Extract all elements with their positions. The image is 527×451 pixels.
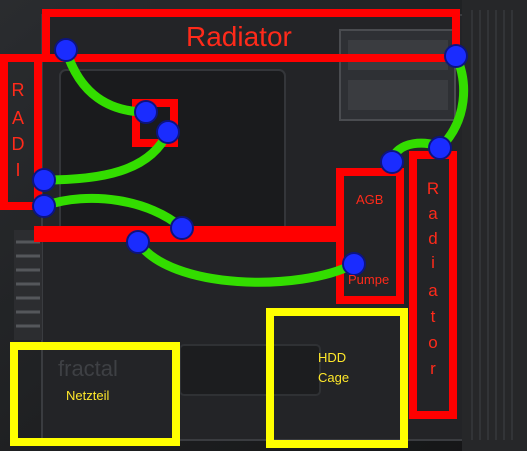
- fitting-right-radiator-top: [428, 136, 452, 160]
- radiator-left-letter: A: [12, 108, 24, 128]
- zone-outlines: [10, 308, 408, 448]
- fitting-gpu-in: [170, 216, 194, 240]
- hdd-cage-label-line1: HDD: [318, 350, 346, 365]
- fitting-cpu-out: [156, 120, 180, 144]
- radiator-top-label: Radiator: [186, 21, 292, 52]
- hdd-cage-label-line2: Cage: [318, 370, 349, 385]
- radiator-left-letter: D: [12, 134, 25, 154]
- agb-pump-outline: [336, 168, 404, 304]
- radiator-left-letter: I: [15, 160, 20, 180]
- radiator-right-letter: r: [430, 359, 436, 378]
- radiator-left-letter: R: [12, 80, 25, 100]
- radiator-right-letter: a: [428, 204, 438, 223]
- case-logo: fractal: [58, 356, 118, 381]
- radiator-left-outline: [0, 54, 42, 210]
- agb-label: AGB: [356, 192, 383, 207]
- component-outlines: [0, 9, 460, 419]
- radiator-right-letter: i: [431, 253, 435, 272]
- tube-cpu-to-left-radiator: [39, 127, 173, 185]
- radiator-right-letter: R: [427, 179, 439, 198]
- radiator-left-label: R A D I: [12, 80, 25, 180]
- psu-zone-outline: [10, 342, 180, 446]
- tube-gpu-to-pump: [133, 237, 359, 287]
- radiator-right-letter: t: [431, 307, 436, 326]
- fitting-gpu-out: [126, 230, 150, 254]
- fitting-left-radiator-bottom: [32, 194, 56, 218]
- fittings: [32, 38, 468, 276]
- netzteil-label: Netzteil: [66, 388, 109, 403]
- radiator-top-outline: [42, 9, 460, 62]
- radiator-right-letter: d: [428, 229, 437, 248]
- fitting-left-radiator-top: [32, 168, 56, 192]
- tube-left-radiator-to-gpu: [39, 193, 187, 233]
- fitting-top-radiator-right: [444, 44, 468, 68]
- pumpe-label: Pumpe: [348, 272, 389, 287]
- radiator-right-letter: a: [428, 281, 438, 300]
- fitting-cpu-in: [134, 100, 158, 124]
- hdd-cage-zone-outline: [266, 308, 408, 448]
- fitting-top-radiator-left: [54, 38, 78, 62]
- radiator-right-letter: o: [428, 333, 437, 352]
- radiator-right-label: R a d i a t o r: [427, 179, 439, 378]
- fitting-pump-in: [342, 252, 366, 276]
- fitting-agb-out: [380, 150, 404, 174]
